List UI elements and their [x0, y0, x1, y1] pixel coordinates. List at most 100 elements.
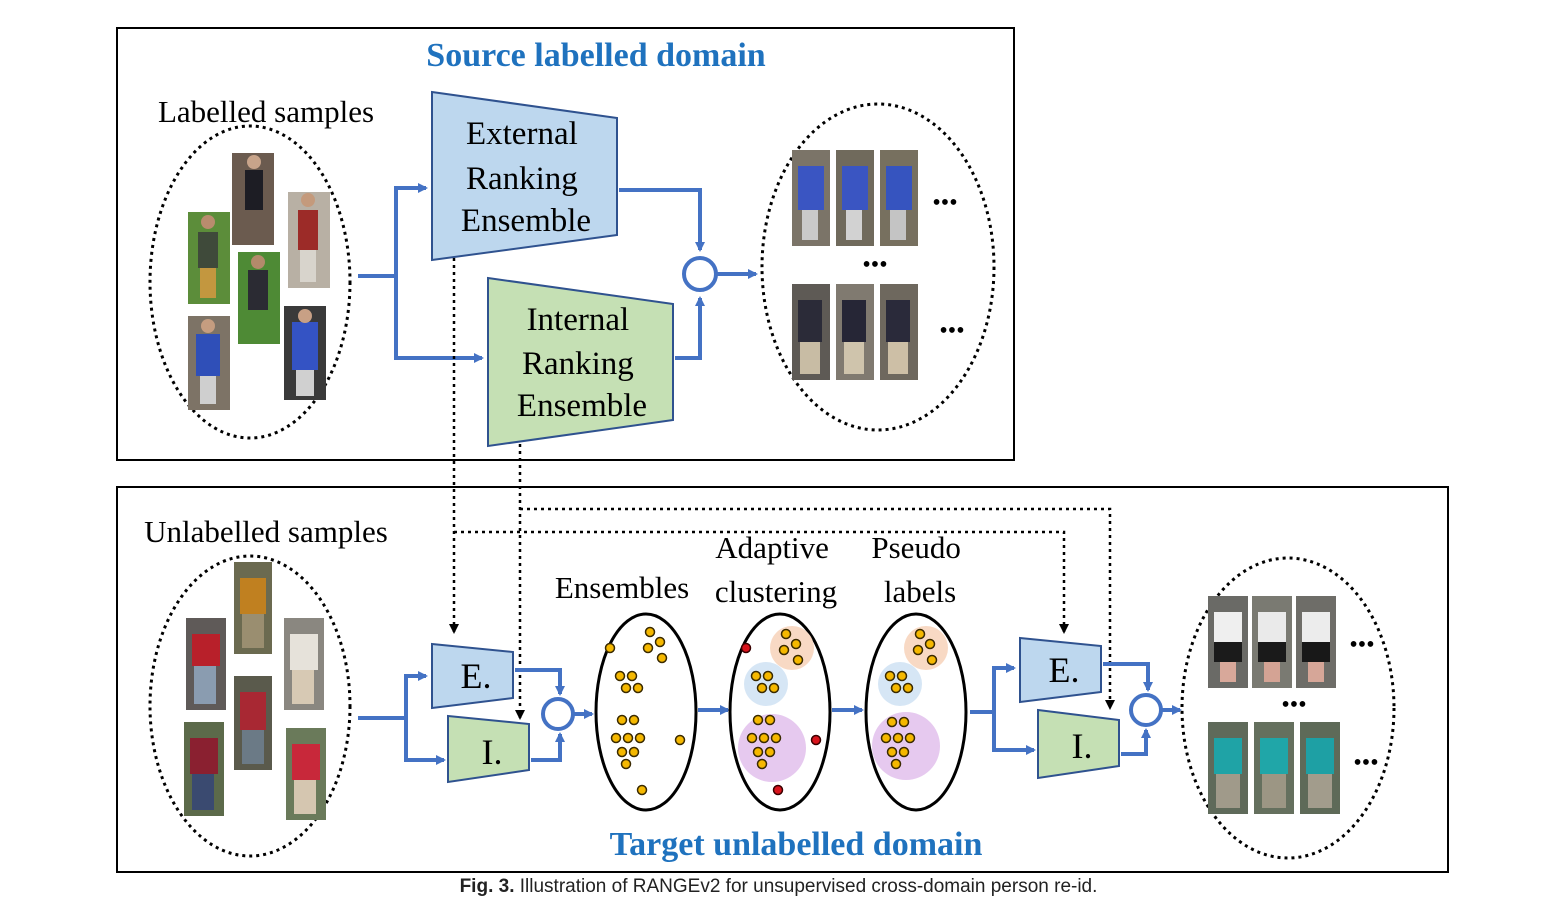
- target-ranked-results: [1180, 556, 1396, 860]
- source-panel-title: Source labelled domain: [426, 37, 765, 74]
- sample-point: [886, 746, 898, 758]
- e-to-final-combiner-arrow: [1103, 662, 1153, 692]
- target-split-arrow: [358, 671, 428, 720]
- internal-ensemble-label: I.: [482, 732, 503, 772]
- sample-point: [898, 716, 910, 728]
- person-thumbnail: [1300, 722, 1340, 814]
- sample-point: [656, 652, 668, 664]
- person-thumbnail: [284, 618, 324, 710]
- sample-point: [628, 746, 640, 758]
- caption-prefix: Fig. 3.: [459, 876, 515, 897]
- sample-point: [636, 784, 648, 796]
- outlier-points: [740, 642, 822, 796]
- person-thumbnail: [1208, 722, 1248, 814]
- outlier-point: [810, 734, 822, 746]
- sample-point: [924, 638, 936, 650]
- ellipsis-marker: •••: [862, 252, 887, 278]
- person-thumbnail: [880, 150, 918, 246]
- person-thumbnail: [184, 722, 224, 816]
- external-to-combiner-arrow: [619, 188, 705, 252]
- sample-point: [628, 714, 640, 726]
- ensembles-points: [604, 626, 686, 796]
- external-transfer-line: [454, 530, 1069, 634]
- figure-caption: Fig. 3. Illustration of RANGEv2 for unsu…: [0, 876, 1557, 898]
- i-to-final-combiner-arrow: [1121, 728, 1151, 756]
- ellipsis-marker: •••: [1353, 750, 1378, 776]
- pseudo-label-points: [880, 628, 938, 770]
- sample-point: [642, 642, 654, 654]
- person-thumbnail: [792, 150, 830, 246]
- adaptive-clustering-label: Adaptive clustering: [715, 530, 837, 609]
- sample-point: [912, 644, 924, 656]
- person-thumbnail: [792, 284, 830, 380]
- sample-point: [790, 638, 802, 650]
- outlier-point: [772, 784, 784, 796]
- sample-point: [756, 682, 768, 694]
- internal-ensemble-block-refined: [1037, 708, 1120, 780]
- ellipsis-marker: •••: [939, 318, 964, 344]
- labelled-sample-images: [188, 153, 330, 410]
- person-thumbnail: [288, 192, 330, 288]
- unlabelled-samples-label: Unlabelled samples: [144, 514, 388, 549]
- person-thumbnail: [836, 150, 874, 246]
- ellipsis-marker: •••: [1349, 632, 1374, 658]
- person-thumbnail: [232, 153, 274, 245]
- person-thumbnail: [188, 212, 230, 304]
- sample-point: [752, 746, 764, 758]
- clustering-points: [746, 628, 804, 770]
- sample-point: [756, 758, 768, 770]
- pseudo-split-arrow: [992, 712, 1036, 755]
- person-thumbnail: [1296, 596, 1336, 688]
- e-to-combiner-arrow: [515, 668, 565, 696]
- internal-block-label: Internal Ranking Ensemble: [517, 302, 647, 424]
- sample-point: [762, 670, 774, 682]
- sample-point: [764, 714, 776, 726]
- sample-point: [926, 654, 938, 666]
- sample-point: [768, 682, 780, 694]
- i-to-combiner-arrow: [531, 732, 565, 762]
- target-panel: [116, 486, 1449, 873]
- person-thumbnail: [238, 252, 280, 344]
- sample-point: [764, 746, 776, 758]
- sample-point: [616, 746, 628, 758]
- sample-point: [890, 758, 902, 770]
- person-thumbnail: [1252, 596, 1292, 688]
- labelled-samples-group: [148, 124, 352, 440]
- sample-point: [610, 732, 622, 744]
- cluster-region: [770, 626, 814, 670]
- source-ranked-results: [760, 102, 996, 432]
- external-ranking-ensemble-block: [431, 90, 618, 262]
- labelled-samples-label: Labelled samples: [158, 94, 374, 129]
- sample-point: [746, 732, 758, 744]
- ellipsis-marker: •••: [932, 190, 957, 216]
- source-split-arrow: [394, 276, 484, 363]
- caption-text: Illustration of RANGEv2 for unsupervised…: [519, 876, 1098, 897]
- sample-point: [778, 644, 790, 656]
- sample-point: [620, 682, 632, 694]
- target-ranked-images: [1208, 596, 1340, 814]
- sample-point: [632, 682, 644, 694]
- ellipsis-marker: •••: [1281, 692, 1306, 718]
- sample-point: [758, 732, 770, 744]
- sample-point: [780, 628, 792, 640]
- person-thumbnail: [1254, 722, 1294, 814]
- sample-point: [616, 714, 628, 726]
- cluster-region: [904, 626, 948, 670]
- sample-point: [614, 670, 626, 682]
- pseudo-labels-label: Pseudo labels: [871, 530, 968, 609]
- sample-point: [884, 670, 896, 682]
- sample-point: [752, 714, 764, 726]
- unlabelled-samples-group: [148, 554, 352, 858]
- sample-point: [654, 636, 666, 648]
- source-ranked-images: [792, 150, 918, 380]
- sample-point: [620, 758, 632, 770]
- pseudo-split-arrow: [970, 663, 1016, 714]
- sample-point: [904, 732, 916, 744]
- source-split-arrow: [358, 183, 428, 278]
- person-thumbnail: [188, 316, 230, 410]
- internal-ensemble-block: [447, 714, 530, 784]
- external-block-label: External Ranking Ensemble: [461, 116, 591, 239]
- person-thumbnail: [186, 618, 226, 710]
- sample-point: [902, 682, 914, 694]
- cluster-region: [872, 712, 940, 780]
